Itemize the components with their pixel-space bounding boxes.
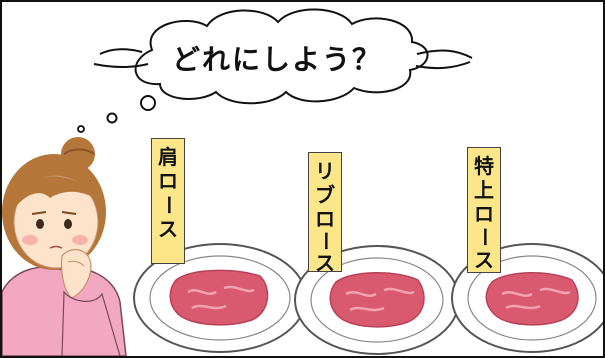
hair-bun [61, 137, 95, 171]
plate-3 [451, 243, 603, 353]
thought-bubble-large [140, 95, 156, 111]
label-char: ス [315, 251, 335, 275]
label-char: 上 [474, 178, 494, 202]
label-char: リ [315, 159, 335, 183]
meat-2 [329, 272, 425, 328]
label-char: 特 [474, 154, 494, 178]
thought-bubble-medium [106, 112, 118, 124]
label-char: ブ [315, 183, 335, 207]
thought-text: どれにしよう？ [171, 43, 382, 76]
meat-1 [169, 269, 269, 326]
label-char: ロ [315, 207, 335, 231]
thought-cloud [93, 8, 473, 105]
label-char: ー [472, 227, 496, 247]
label-char: ス [158, 217, 178, 241]
label-char: 肩 [158, 145, 178, 169]
label-char: ー [313, 231, 337, 251]
label-char: ー [156, 195, 180, 215]
label-char: ロ [474, 202, 494, 226]
meat-3 [485, 272, 579, 326]
label-tokujo-rosu: 特 上 ロ ー ス [467, 147, 501, 273]
thought-bubble-small [77, 125, 85, 133]
face [13, 175, 99, 269]
eye-right [64, 219, 72, 229]
label-char: ス [474, 248, 494, 272]
label-ribu-rosu: リ ブ ロ ー ス [308, 152, 342, 275]
woman-figure [2, 137, 127, 356]
label-kata-rosu: 肩 ロ ー ス [151, 138, 185, 264]
eye-left [36, 219, 44, 229]
label-char: ロ [158, 169, 178, 193]
plate-2 [294, 245, 460, 355]
